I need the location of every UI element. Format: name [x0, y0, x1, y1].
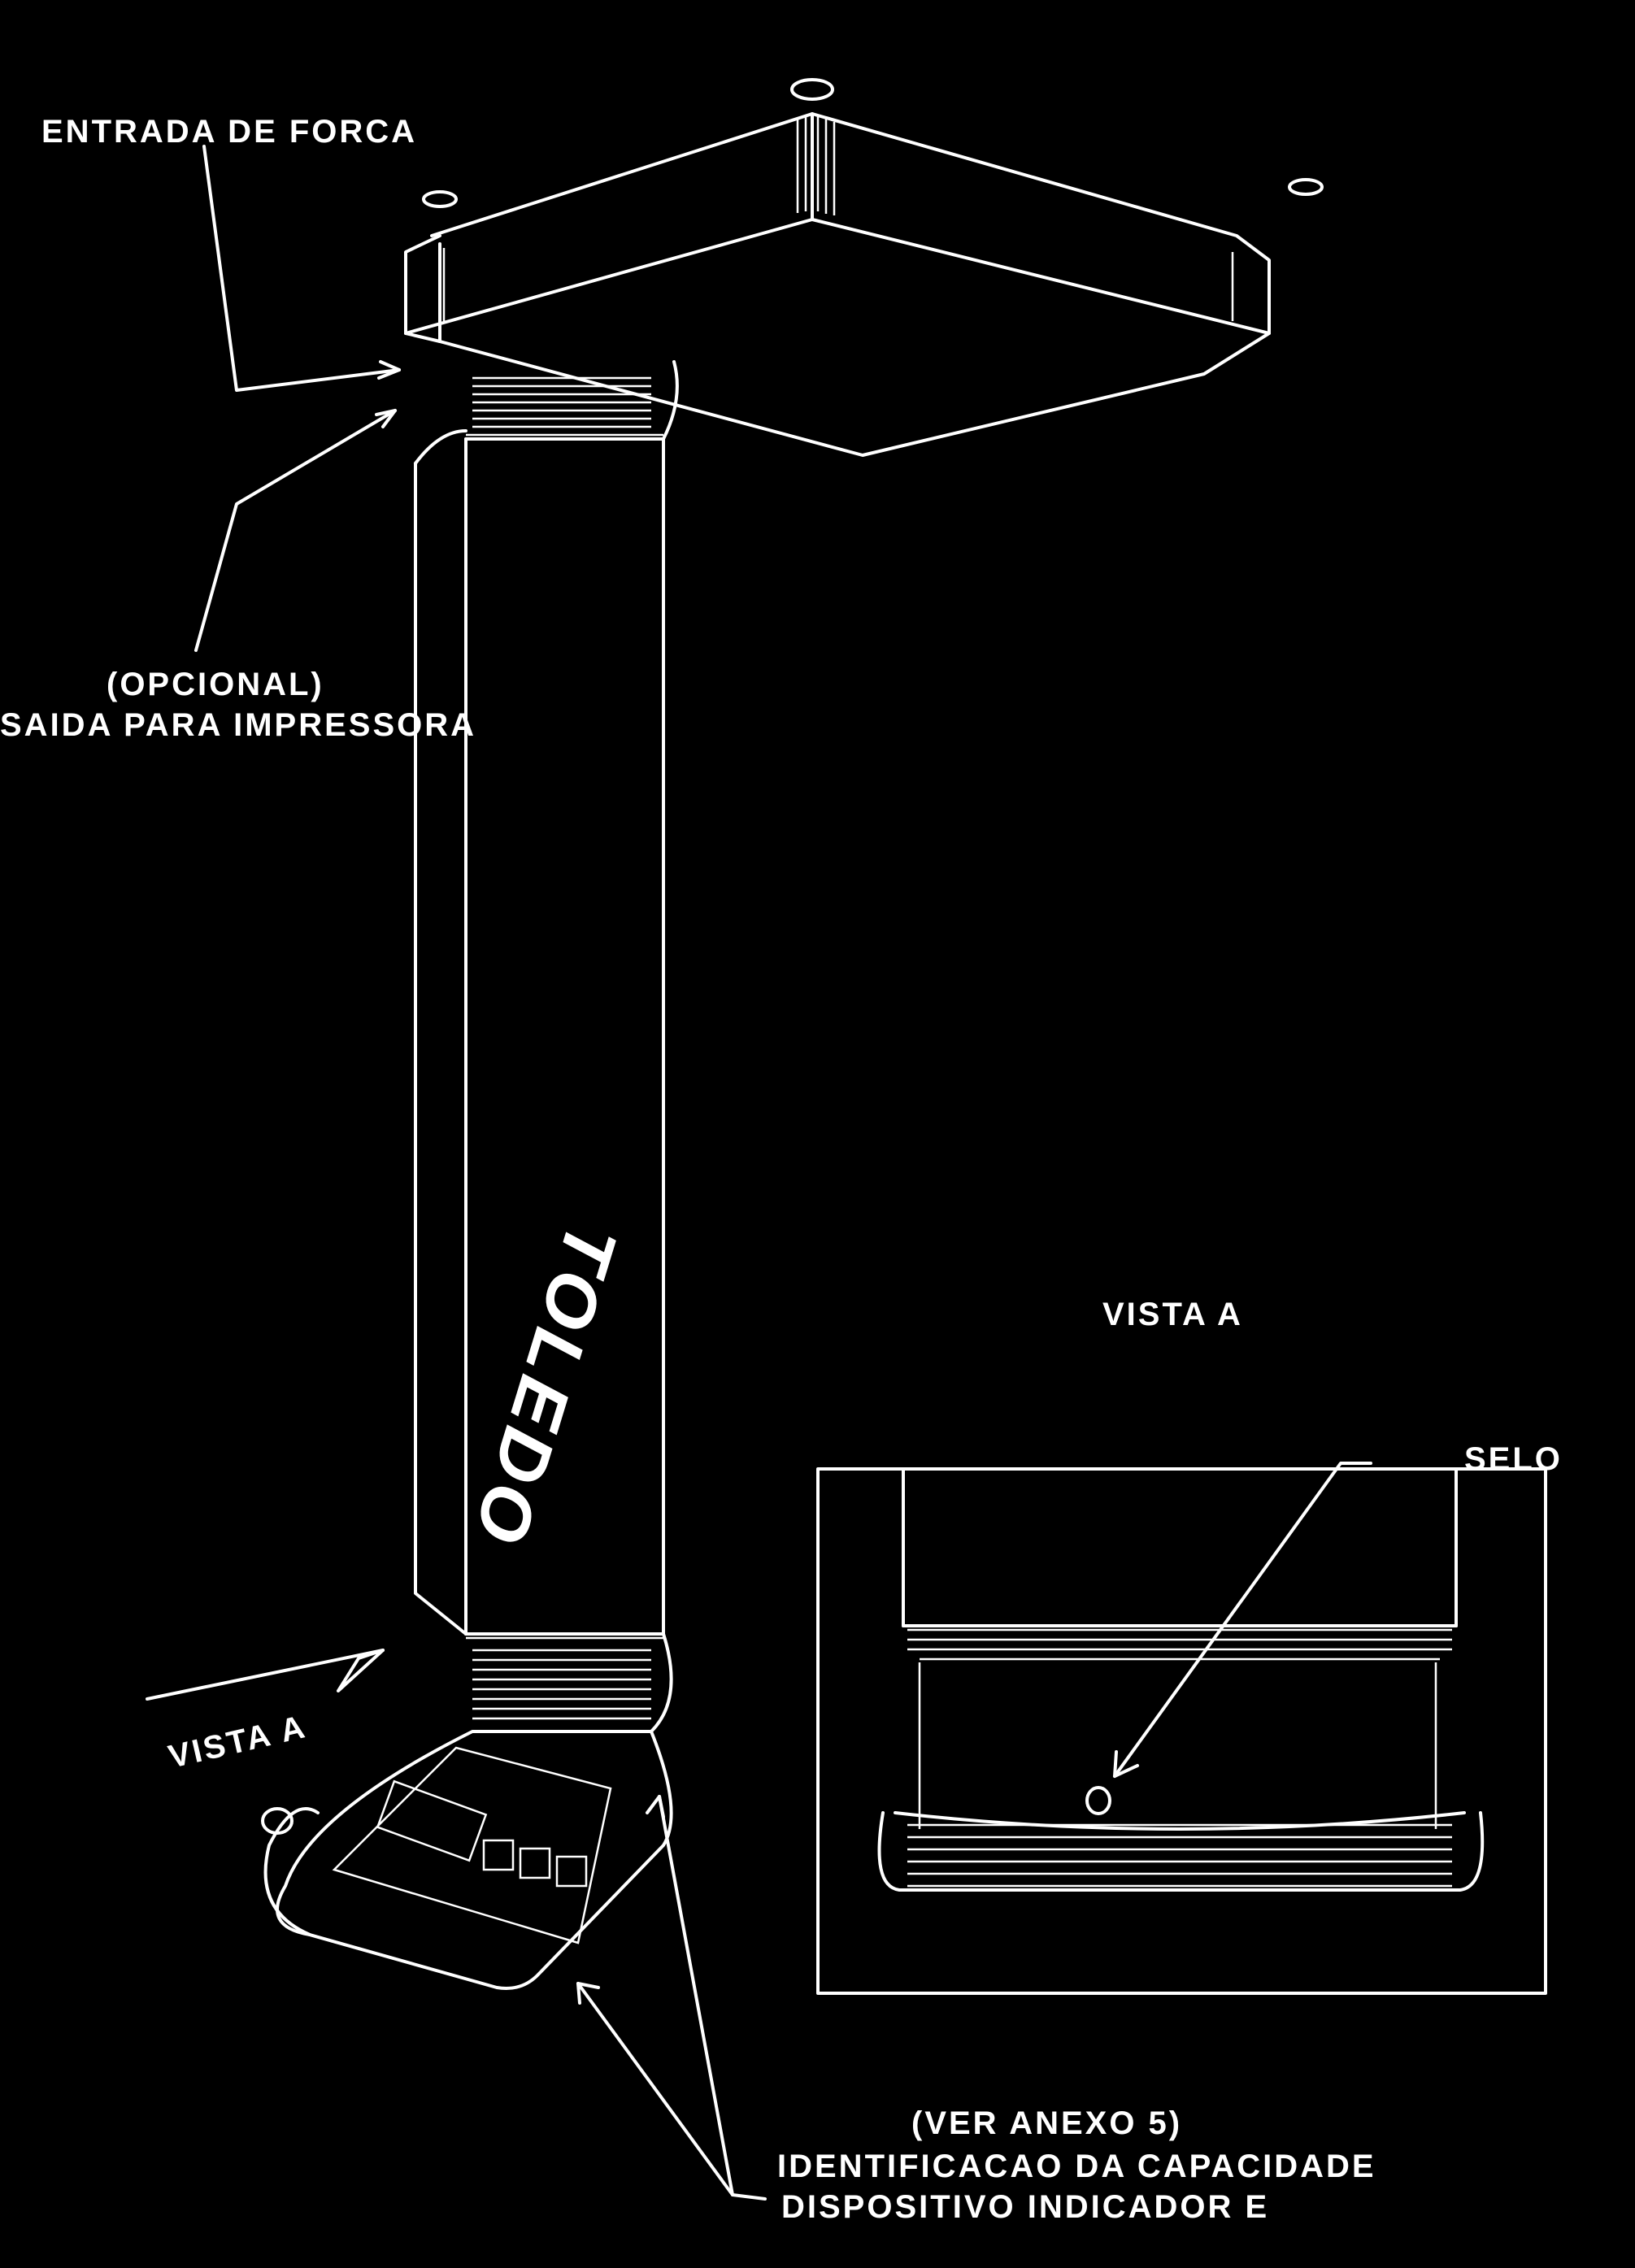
brand-text: TOLEDO — [457, 1214, 632, 1557]
scale-head-platform — [404, 78, 1324, 457]
indicator-key — [519, 1847, 551, 1879]
view-a-detail — [816, 1462, 1547, 1995]
display-window — [376, 1779, 488, 1862]
labels: ENTRADA DE FORCA SAIDA PARA IMPRESSORA (… — [0, 114, 1563, 2225]
brand-logo: TOLEDO — [457, 1214, 632, 1557]
scale-column — [414, 360, 679, 1733]
label-printer-output: SAIDA PARA IMPRESSORA — [0, 707, 476, 743]
label-seal: SELO — [1464, 1441, 1563, 1477]
label-power-input: ENTRADA DE FORCA — [41, 114, 417, 150]
leader-lines — [146, 145, 767, 2201]
label-indicator-line3: (VER ANEXO 5) — [911, 2105, 1182, 2141]
indicator-key — [482, 1839, 515, 1871]
label-printer-output-note: (OPCIONAL) — [107, 667, 324, 702]
label-view-arrow: VISTA A — [165, 1709, 310, 1775]
indicator-key — [555, 1855, 588, 1888]
label-indicator-line2: IDENTIFICACAO DA CAPACIDADE — [777, 2149, 1376, 2184]
label-indicator-line1: DISPOSITIVO INDICADOR E — [781, 2189, 1269, 2225]
indicator-base — [261, 1730, 673, 1990]
label-view-title: VISTA A — [1102, 1297, 1243, 1332]
seal-icon — [1085, 1786, 1111, 1815]
view-a-frame — [816, 1467, 1547, 1995]
